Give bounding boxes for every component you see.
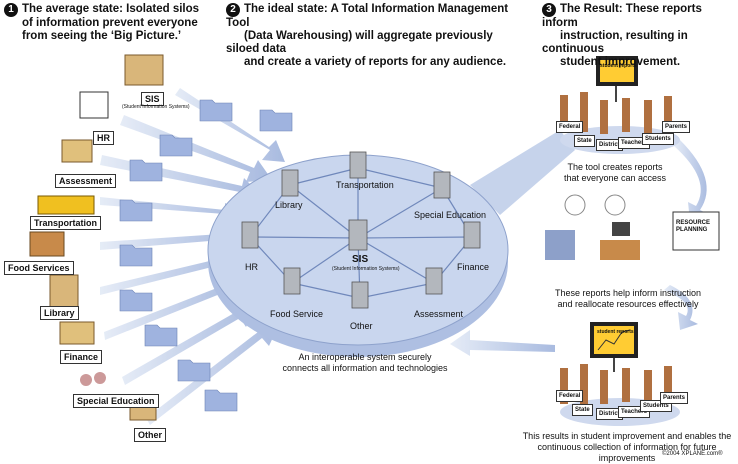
step-3-line-1: The Result: These reports inform: [542, 3, 702, 29]
person-label-state-top: State: [574, 135, 595, 147]
result-caption-3: This results in student improvement and …: [518, 431, 736, 464]
step-3-number: 3: [542, 3, 556, 17]
data-folders: [119, 99, 293, 412]
silo-label-special-education: Special Education: [73, 394, 159, 408]
result-caption-3-line-2: continuous collection of information for…: [537, 442, 717, 463]
hub-node-other: Other: [350, 321, 373, 331]
step-1-line-2: of information prevent everyone: [22, 17, 198, 29]
result-caption-2-line-2: and reallocate resources effectively: [557, 299, 699, 309]
hub-node-library: Library: [275, 200, 303, 210]
step-3-line-2: instruction, resulting in continuous: [542, 30, 688, 55]
hub-node-assessment: Assessment: [414, 309, 464, 319]
person-label-district-top: District: [596, 139, 623, 151]
step-2-line-3: and create a variety of reports for any …: [244, 56, 507, 68]
hub-node-sis: SIS: [352, 254, 369, 265]
step-1-number: 1: [4, 3, 18, 17]
silo-label-food-services: Food Services: [4, 261, 74, 275]
step-2-number: 2: [226, 3, 240, 17]
hub-node-food-service: Food Service: [270, 309, 324, 319]
hub-node-special-education: Special Education: [414, 210, 487, 220]
result-caption-3-line-1: This results in student improvement and …: [522, 431, 732, 441]
result-caption-1-line-1: The tool creates reports: [567, 162, 663, 172]
silo-label-transportation: Transportation: [30, 216, 102, 230]
resource-planning-sign: RESOURCE PLANNING: [676, 220, 711, 233]
result-scene-middle: [545, 194, 720, 260]
hub-node-sis-subtitle: (Student Information Systems): [332, 266, 400, 272]
hub-node-hr: HR: [245, 262, 258, 272]
person-label-students-top: Students: [642, 133, 674, 145]
hub-node-transportation: Transportation: [336, 180, 394, 190]
silo-label-assessment: Assessment: [55, 174, 117, 188]
step-2-line-2: (Data Warehousing) will aggregate previo…: [226, 30, 493, 55]
hub-node-finance: Finance: [457, 262, 490, 272]
result-caption-1-line-2: that everyone can access: [563, 173, 667, 183]
person-label-federal-top: Federal: [556, 121, 584, 133]
person-label-state-bottom: State: [572, 404, 593, 416]
silo-pictograms: [29, 54, 164, 421]
person-label-federal-bottom: Federal: [556, 390, 584, 402]
hub-caption: An interoperable system securely connect…: [280, 352, 450, 374]
hub-caption-line-1: An interoperable system securely: [298, 352, 432, 362]
step-1-line-3: from seeing the ‘Big Picture.’: [22, 30, 182, 42]
person-label-parents-bottom: Parents: [660, 392, 689, 404]
silo-label-finance: Finance: [60, 350, 103, 364]
hub-caption-line-2: connects all information and technologie…: [282, 363, 448, 373]
step-1-line-1: The average state: Isolated silos: [22, 3, 200, 15]
silo-sis-subtitle: (Student Information Systems): [122, 104, 190, 110]
hub-to-reports-beam: [470, 130, 575, 215]
board-title-bottom: student reports: [597, 329, 634, 335]
result-caption-1: The tool creates reports that everyone c…: [560, 162, 670, 184]
step-3-line-3: student improvement.: [560, 56, 681, 68]
person-label-parents-top: Parents: [662, 121, 691, 133]
board-title-top: student reports: [600, 63, 637, 69]
silo-label-other: Other: [134, 428, 167, 442]
silo-label-library: Library: [40, 306, 79, 320]
result-caption-2: These reports help inform instruction an…: [548, 288, 708, 310]
silo-label-sis: SIS: [141, 92, 164, 106]
step-1-heading: 1 The average state: Isolated silos of in…: [4, 3, 204, 43]
server-towers: [241, 151, 481, 309]
copyright-notice: ©2004 XPLANE.com®: [662, 451, 723, 457]
step-2-line-1: The ideal state: A Total Information Man…: [226, 3, 509, 29]
result-caption-2-line-1: These reports help inform instruction: [554, 288, 702, 298]
silo-label-hr: HR: [93, 131, 114, 145]
